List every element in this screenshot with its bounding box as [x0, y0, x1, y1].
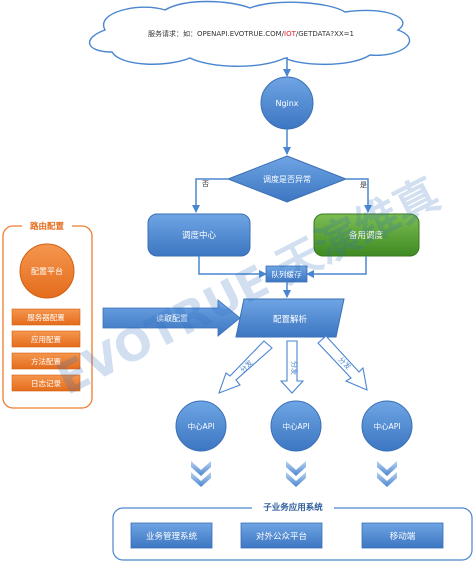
route-config-title: 路由配置: [30, 221, 65, 232]
route-item-2: [11, 330, 81, 348]
route-item-label-3: 方法配置: [31, 356, 61, 366]
subsystem-box-3: [361, 522, 444, 549]
subsystem-label-3: 移动端: [390, 531, 416, 542]
route-item-3: [11, 352, 81, 370]
distribute-arrow-middle: [279, 340, 305, 394]
api-label-2: 中心API: [283, 421, 310, 431]
chevron-down-icon-3: [377, 461, 397, 487]
request-cloud: [88, 0, 411, 67]
config-parse-box: [235, 298, 345, 338]
api-label-3: 中心API: [374, 421, 401, 431]
distribute-arrow-right: [317, 335, 368, 391]
api-node-1: [175, 400, 227, 452]
route-item-label-2: 应用配置: [31, 334, 61, 344]
load-config-label: 读取配置: [156, 313, 188, 323]
subsystem-box-2: [240, 522, 323, 549]
config-platform-node: [19, 243, 75, 299]
queue-cache-label: 队列缓存: [272, 269, 302, 279]
subsystem-box-1: [130, 522, 213, 549]
distribute-label-middle: 分发: [290, 361, 299, 375]
route-item-4: [11, 374, 81, 392]
no-label: 否: [202, 180, 209, 188]
backup-dispatch-label: 备用调度: [349, 230, 384, 241]
subsystem-label-2: 对外公众平台: [256, 531, 307, 542]
config-platform-label: 配置平台: [31, 266, 63, 276]
decision-diamond: [226, 155, 348, 203]
api-node-2: [270, 400, 322, 452]
dispatch-center-label: 调度中心: [182, 230, 217, 241]
nginx-label: Nginx: [275, 99, 298, 108]
route-item-label-4: 日志记录: [31, 378, 61, 388]
route-config-title-bg: [22, 219, 72, 233]
chevron-down-icon-1: [191, 461, 211, 487]
api-node-3: [361, 400, 413, 452]
subsystem-title: 子业务应用系统: [263, 502, 323, 513]
api-label-1: 中心API: [188, 421, 215, 431]
route-item-1: [11, 308, 81, 326]
subsystem-label-1: 业务管理系统: [146, 531, 198, 542]
arrow-yes-branch: [346, 178, 372, 213]
request-text: 服务请求：如：OPENAPI.EVOTRUE.COM/IOT/GETDATA?X…: [148, 29, 354, 38]
distribute-arrow-left: [218, 340, 273, 394]
load-config-arrow: [102, 299, 241, 337]
arrow-dispatch-queue: [198, 256, 267, 278]
config-parse-label: 配置解析: [273, 314, 308, 325]
decision-label: 调度是否异常: [263, 174, 311, 184]
chevron-down-icon-2: [286, 461, 306, 487]
yes-label: 是: [360, 181, 367, 189]
subsystem-title-bg: [252, 500, 334, 514]
route-item-label-1: 服务器配置: [27, 312, 65, 322]
arrow-backup-queue: [306, 256, 367, 278]
arrow-no-branch: [192, 178, 228, 213]
